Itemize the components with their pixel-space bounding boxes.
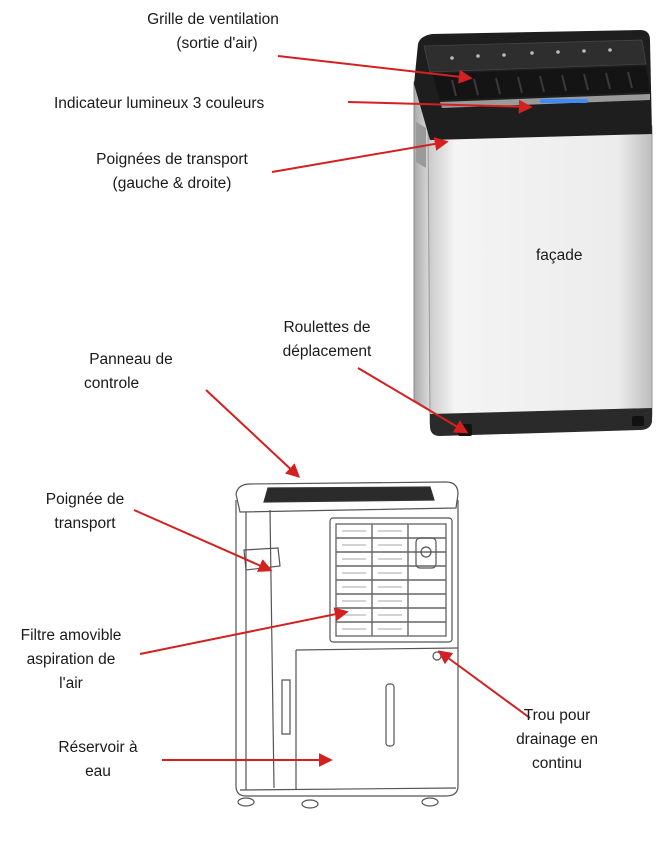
wheel-right	[632, 416, 644, 426]
label-filtre-amovible: Filtre amovible aspiration de l'air	[20, 627, 122, 692]
label-facade: façade	[536, 247, 583, 264]
vent-slots	[451, 71, 633, 97]
filter-knob	[415, 537, 437, 569]
arrow-indicateur	[347, 99, 533, 114]
arrow-filtre	[139, 607, 349, 655]
label-poignees-transport: Poignées de transport (gauche & droite)	[96, 151, 248, 192]
arrow-panneau	[205, 389, 301, 478]
side-handle	[416, 122, 426, 168]
label-trou-drainage: Trou pour drainage en continu	[516, 707, 598, 772]
body-outline	[235, 500, 459, 797]
filter-grid	[336, 524, 446, 636]
label-indicateur-lumineux: Indicateur lumineux 3 couleurs	[54, 95, 265, 112]
label-reservoir-eau: Réservoir à eau	[58, 739, 138, 780]
carry-handle	[243, 547, 281, 571]
label-panneau-controle: Panneau de controle	[84, 351, 173, 392]
device-body	[427, 125, 653, 433]
arrow-roulettes	[357, 367, 469, 434]
control-buttons	[450, 48, 612, 60]
label-poignee-transport: Poignée de transport	[45, 491, 125, 532]
wheels	[237, 797, 439, 809]
indicator-light	[540, 99, 588, 103]
drain-hole	[432, 651, 442, 661]
control-panel-top	[423, 39, 647, 73]
arrow-grille	[277, 55, 473, 84]
lower-handle	[281, 679, 291, 735]
tank-window	[385, 683, 395, 747]
arrow-poignee	[133, 509, 273, 572]
wheel-left	[458, 424, 472, 436]
label-roulettes: Roulettes de déplacement	[282, 319, 372, 360]
dehumidifier-rear-view	[235, 481, 459, 809]
bottom-band	[430, 408, 652, 436]
dehumidifier-front-view	[413, 30, 653, 436]
arrow-trou	[437, 650, 531, 719]
top-recess	[263, 486, 435, 503]
label-grille-ventilation: Grille de ventilation (sortie d'air)	[147, 11, 279, 52]
pointer-arrows	[133, 55, 533, 767]
filter-frame	[329, 517, 453, 643]
arrow-poignees	[271, 137, 449, 173]
